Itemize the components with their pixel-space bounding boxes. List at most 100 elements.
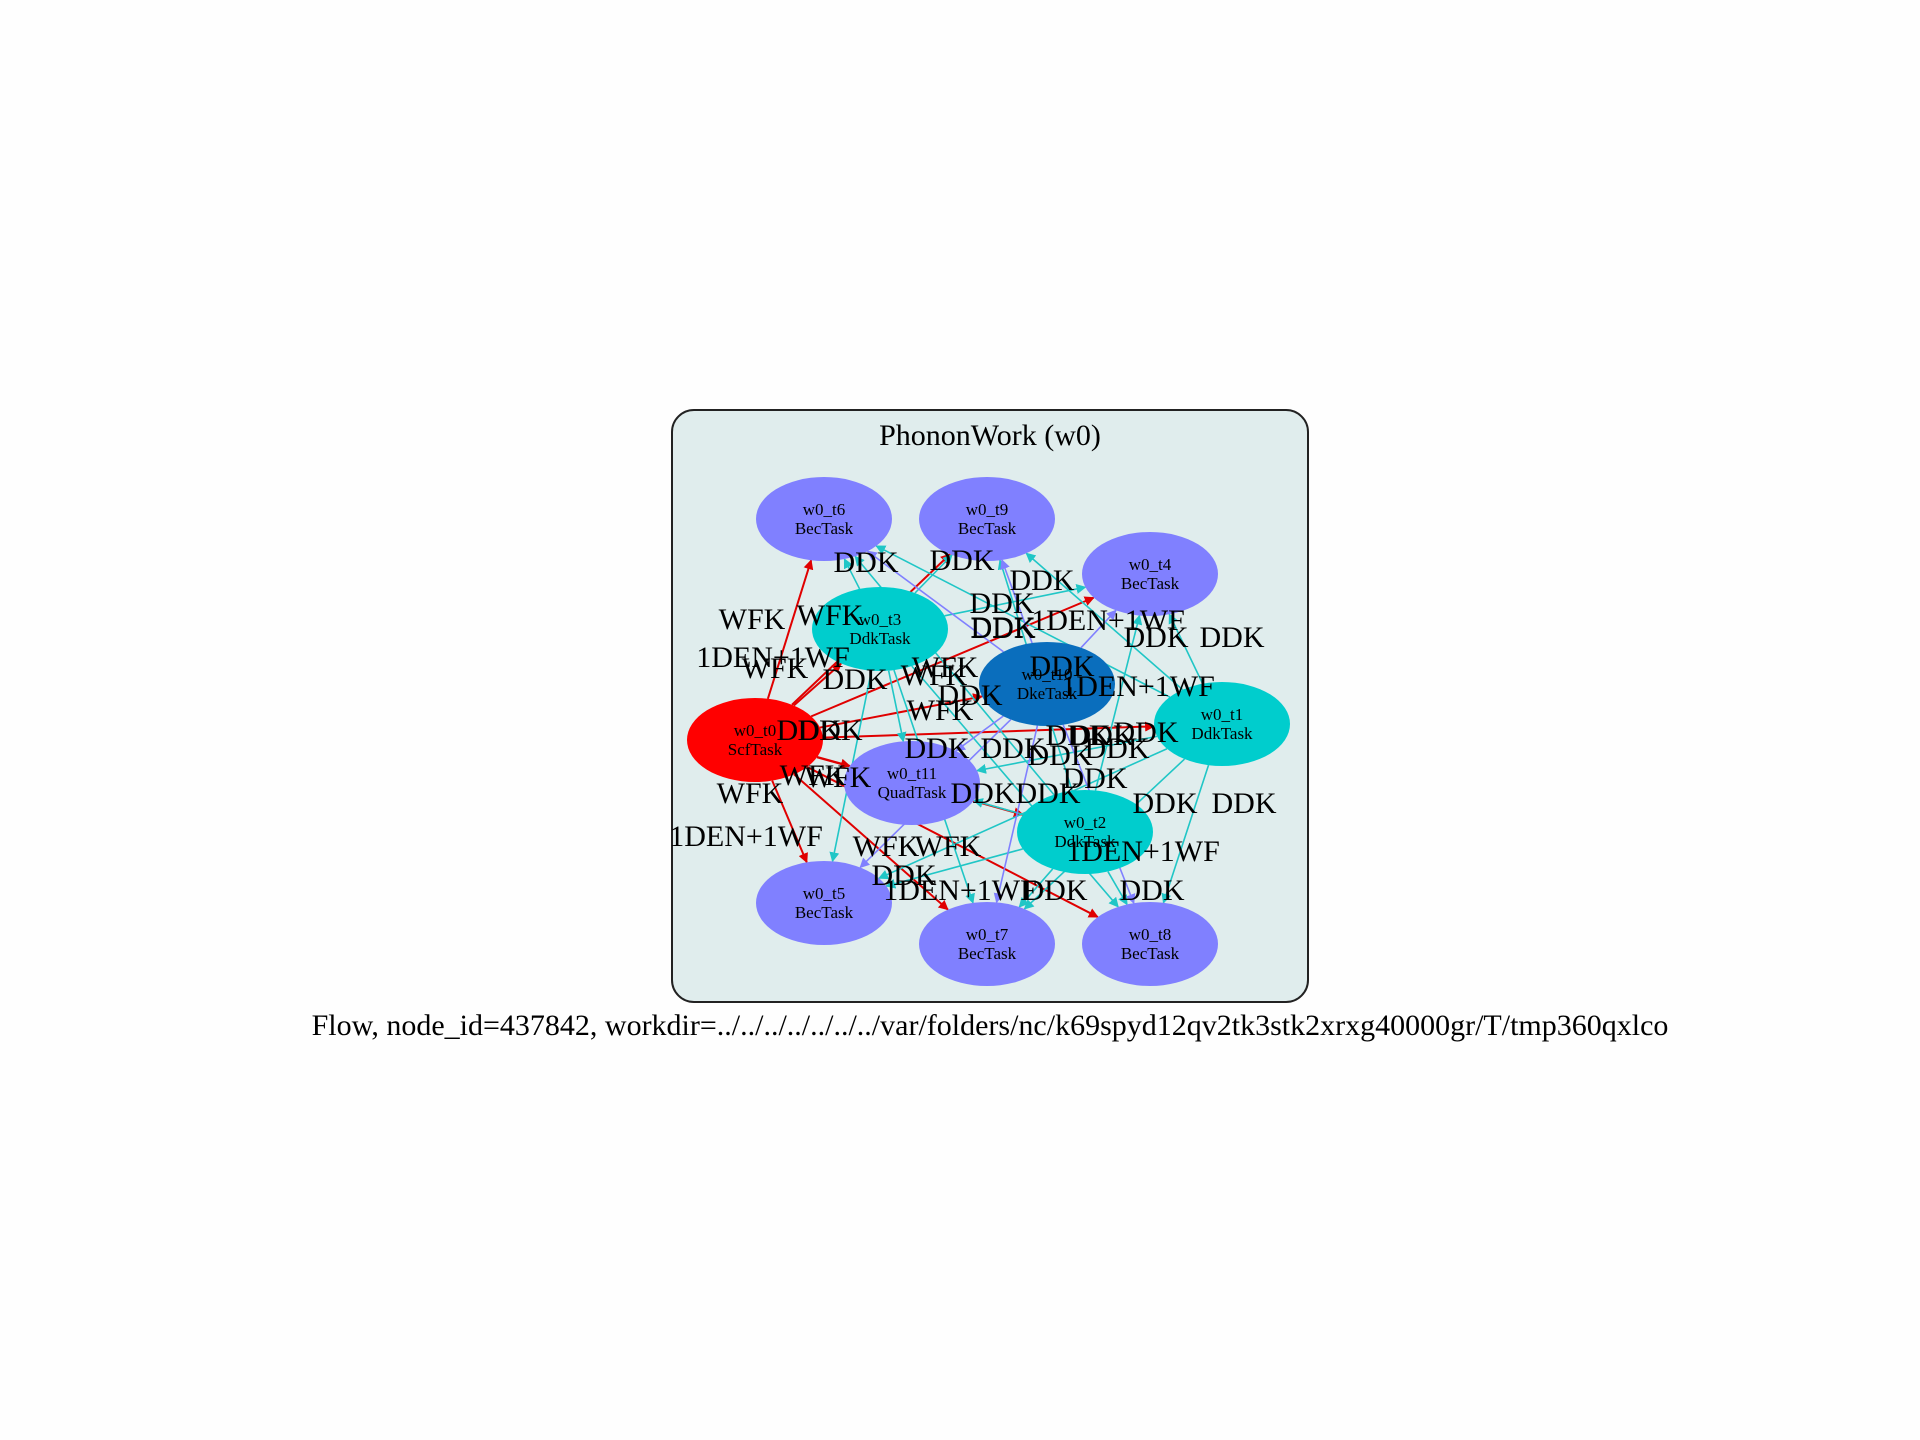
- edge-label: DDK: [981, 732, 1046, 765]
- node-type: BecTask: [1121, 574, 1180, 593]
- node-type: DdkTask: [849, 629, 911, 648]
- node-shape[interactable]: [1017, 790, 1153, 874]
- node-shape[interactable]: [1082, 902, 1218, 986]
- edge-label: 1DEN+1WF: [1061, 670, 1215, 703]
- node-name: w0_t11: [887, 764, 937, 783]
- edge-w0_t10-to-w0_t7: [993, 725, 1039, 904]
- edge-w0_t2-to-w0_t5: [885, 848, 1023, 889]
- node-name: w0_t6: [803, 500, 846, 519]
- node-type: BecTask: [795, 903, 854, 922]
- edge-label: WFK: [780, 759, 847, 792]
- node-name: w0_t9: [966, 500, 1009, 519]
- edge-w0_t0-to-w0_t7: [793, 773, 949, 911]
- edge-label: DDK: [1016, 777, 1081, 810]
- edge-label: 1DEN+1WF: [1031, 604, 1185, 637]
- edge-w0_t10-to-w0_t9: [1000, 559, 1033, 644]
- node-type: BecTask: [958, 519, 1017, 538]
- edge-w0_t3-to-w0_t9: [914, 554, 953, 594]
- edge-label: 1DEN+1WF: [1066, 835, 1220, 868]
- edge-label: DDK: [951, 777, 1016, 810]
- edge-w0_t3-to-w0_t6: [843, 558, 861, 590]
- edge-label: DDK: [1120, 874, 1185, 907]
- edge-label: DDK: [1063, 762, 1128, 795]
- node-name: w0_t10: [1022, 665, 1073, 684]
- node-shape[interactable]: [919, 477, 1055, 561]
- edge-label: DDK: [1133, 787, 1198, 820]
- node-shape[interactable]: [979, 642, 1115, 726]
- edge-w0_t10-to-w0_t4: [1080, 609, 1117, 649]
- node-type: BecTask: [795, 519, 854, 538]
- edge-label: DDK: [971, 611, 1036, 644]
- edge-label: 1DEN+1WF: [883, 874, 1037, 907]
- cluster-title: PhononWork (w0): [879, 419, 1101, 452]
- node-name: w0_t1: [1201, 705, 1244, 724]
- edge-label: DDK: [1010, 564, 1075, 597]
- edge-label: DDK: [970, 587, 1035, 620]
- edge-w0_t1-to-w0_t11: [976, 735, 1158, 774]
- edge-w0_t2-to-w0_t7: [1018, 868, 1054, 908]
- edge-label: DDK: [930, 544, 995, 577]
- edge-w0_t0-to-w0_t1: [822, 721, 1156, 739]
- edge-label: DDK: [1212, 787, 1277, 820]
- edge-w0_t2-to-w0_t11: [972, 798, 1024, 816]
- edge-w0_t2-to-w0_t4: [1094, 614, 1143, 791]
- edge-label: DDK: [823, 663, 888, 696]
- edge-w0_t0-to-w0_t6: [766, 559, 814, 700]
- edge-label: WFK: [901, 659, 968, 692]
- edge-label: DDK: [1114, 716, 1179, 749]
- node-name: w0_t4: [1129, 555, 1172, 574]
- node-type: QuadTask: [878, 783, 947, 802]
- node-name: w0_t2: [1064, 813, 1107, 832]
- node-shape[interactable]: [919, 902, 1055, 986]
- edge-label: DDK: [938, 679, 1003, 712]
- node-shape[interactable]: [756, 861, 892, 945]
- node-shape[interactable]: [812, 587, 948, 671]
- edge-label: WFK: [717, 777, 784, 810]
- edge-label: DDK: [1046, 719, 1111, 752]
- edge-label: DDK: [1070, 719, 1135, 752]
- edge-w0_t2-to-w0_t8: [1107, 871, 1128, 906]
- node-shape[interactable]: [844, 741, 980, 825]
- edge-label: DDK: [1030, 650, 1095, 683]
- node-shape[interactable]: [756, 477, 892, 561]
- edge-label: DDK: [777, 714, 842, 747]
- edge-label: DDK: [1085, 732, 1150, 765]
- edge-label: DDK: [905, 732, 970, 765]
- edge-label: DDK: [872, 859, 937, 892]
- edge-label: 1DEN+1WF: [696, 641, 850, 674]
- edge-label: DDK: [798, 714, 863, 747]
- edge-label: WFK: [742, 652, 809, 685]
- edge-label: WFK: [805, 761, 872, 794]
- edge-label: DDK: [1023, 874, 1088, 907]
- node-shape[interactable]: [1154, 682, 1290, 766]
- edge-w0_t0-to-w0_t4: [810, 596, 1095, 718]
- node-name: w0_t5: [803, 884, 846, 903]
- node-shape[interactable]: [687, 698, 823, 782]
- edge-w0_t10-to-w0_t6: [866, 550, 1004, 653]
- edge-w0_t10-to-w0_t11: [954, 715, 1004, 752]
- node-shape[interactable]: [1082, 532, 1218, 616]
- nodes-layer: w0_t0ScfTaskw0_t1DdkTaskw0_t2DdkTaskw0_t…: [687, 477, 1290, 986]
- edge-label: 1DEN+1WF: [669, 820, 823, 853]
- edge-label: WFK: [912, 651, 979, 684]
- edge-label: WFK: [915, 830, 982, 863]
- node-name: w0_t8: [1129, 925, 1172, 944]
- edge-label: WFK: [907, 694, 974, 727]
- node-type: ScfTask: [728, 740, 783, 759]
- edge-w0_t1-to-w0_t6: [875, 545, 1171, 698]
- node-name: w0_t7: [966, 925, 1009, 944]
- node-type: DdkTask: [1054, 832, 1116, 851]
